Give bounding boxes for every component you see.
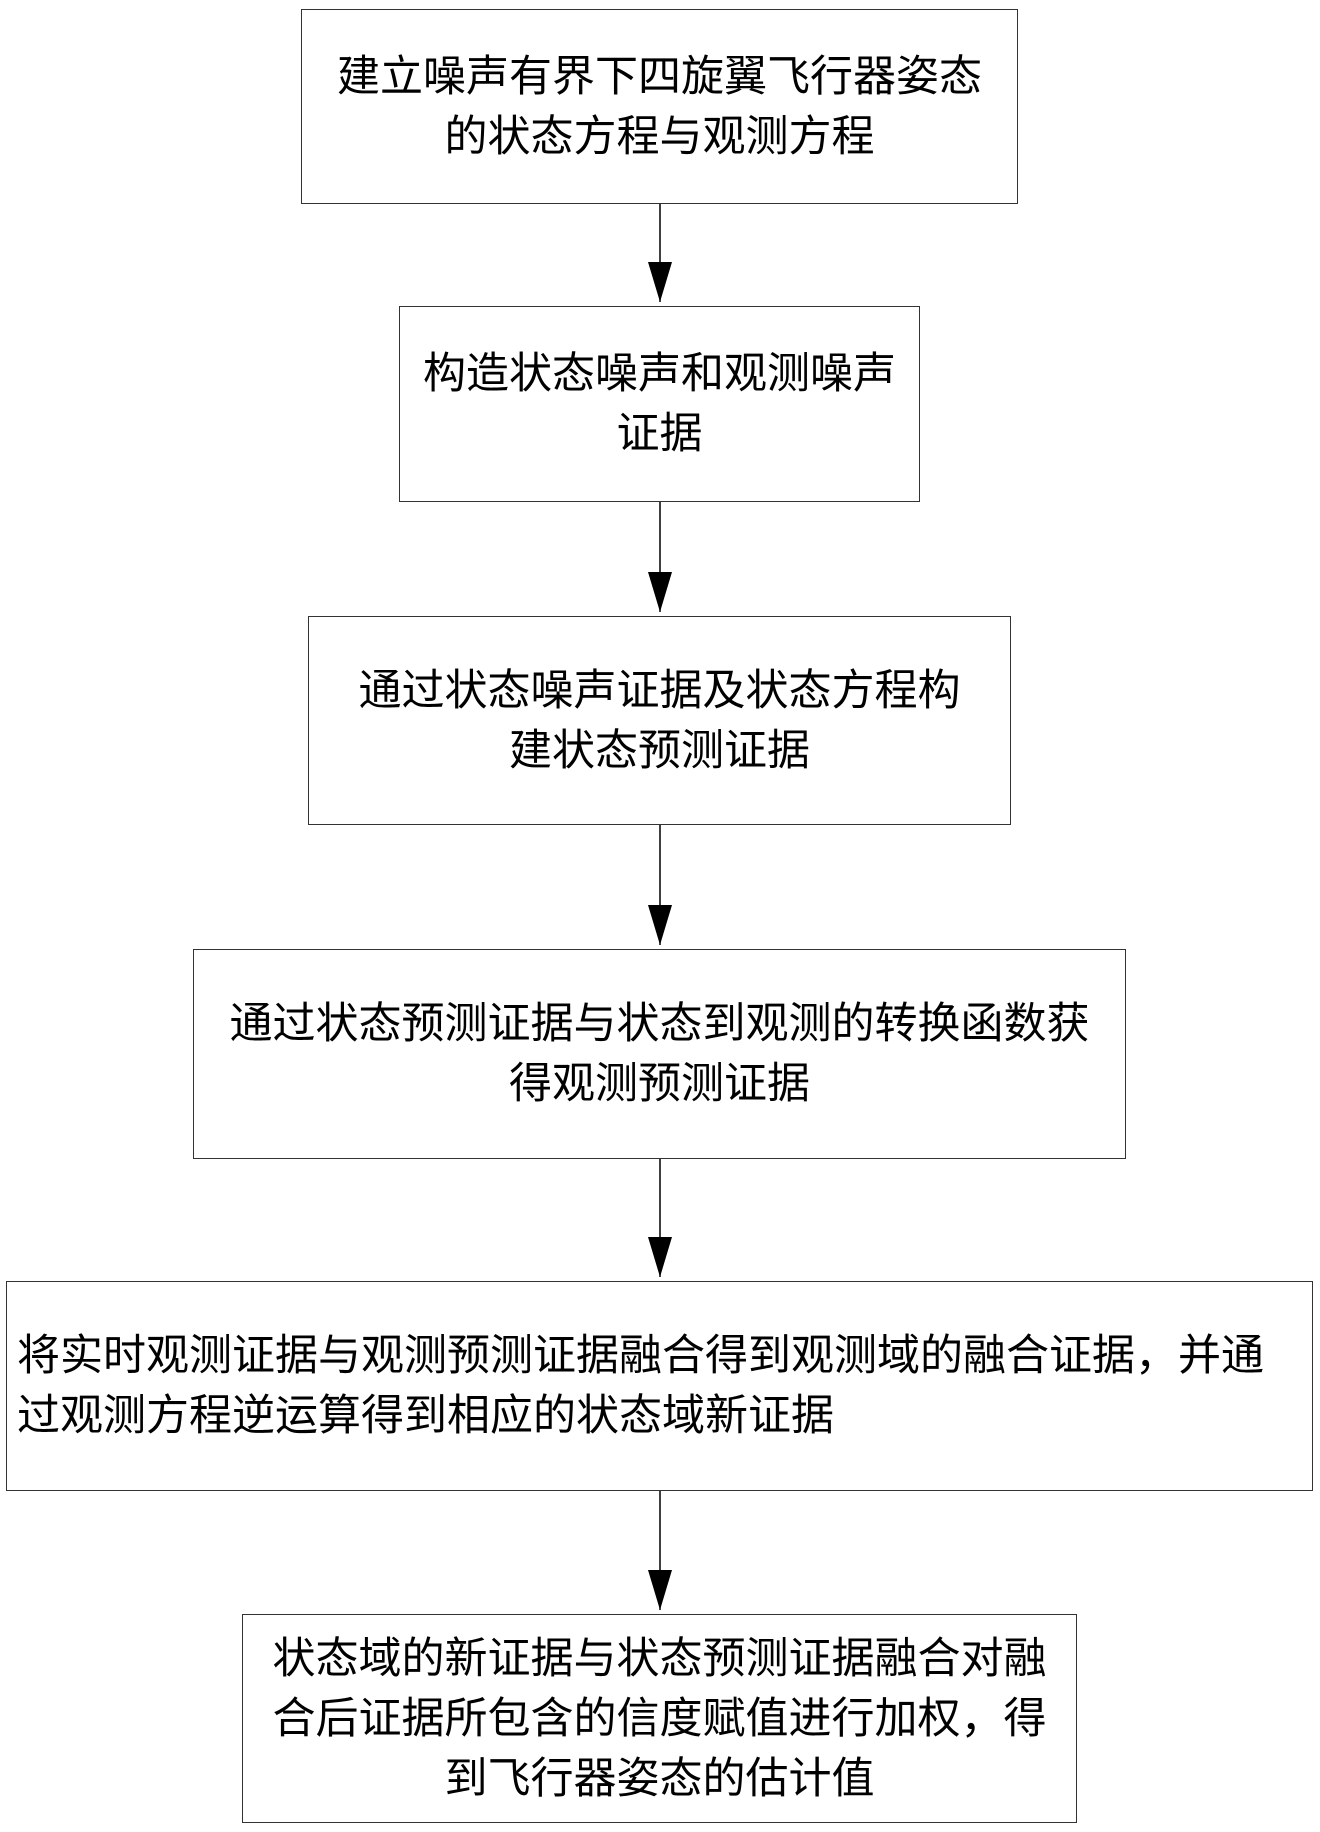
step-5-box: 将实时观测证据与观测预测证据融合得到观测域的融合证据，并通过观测方程逆运算得到相… xyxy=(6,1281,1313,1491)
step-3-box: 通过状态噪声证据及状态方程构建状态预测证据 xyxy=(308,616,1011,825)
step-6-text: 状态域的新证据与状态预测证据融合对融合后证据所包含的信度赋值进行加权，得到飞行器… xyxy=(263,1629,1056,1809)
step-2-box: 构造状态噪声和观测噪声证据 xyxy=(399,306,920,502)
step-4-box: 通过状态预测证据与状态到观测的转换函数获得观测预测证据 xyxy=(193,949,1126,1159)
step-2-text: 构造状态噪声和观测噪声证据 xyxy=(420,344,899,464)
step-1-text: 建立噪声有界下四旋翼飞行器姿态的状态方程与观测方程 xyxy=(322,47,997,167)
step-1-box: 建立噪声有界下四旋翼飞行器姿态的状态方程与观测方程 xyxy=(301,9,1018,204)
step-4-text: 通过状态预测证据与状态到观测的转换函数获得观测预测证据 xyxy=(214,994,1105,1114)
step-3-text: 通过状态噪声证据及状态方程构建状态预测证据 xyxy=(339,661,980,781)
step-5-text: 将实时观测证据与观测预测证据融合得到观测域的融合证据，并通过观测方程逆运算得到相… xyxy=(17,1326,1302,1446)
step-6-box: 状态域的新证据与状态预测证据融合对融合后证据所包含的信度赋值进行加权，得到飞行器… xyxy=(242,1614,1077,1823)
